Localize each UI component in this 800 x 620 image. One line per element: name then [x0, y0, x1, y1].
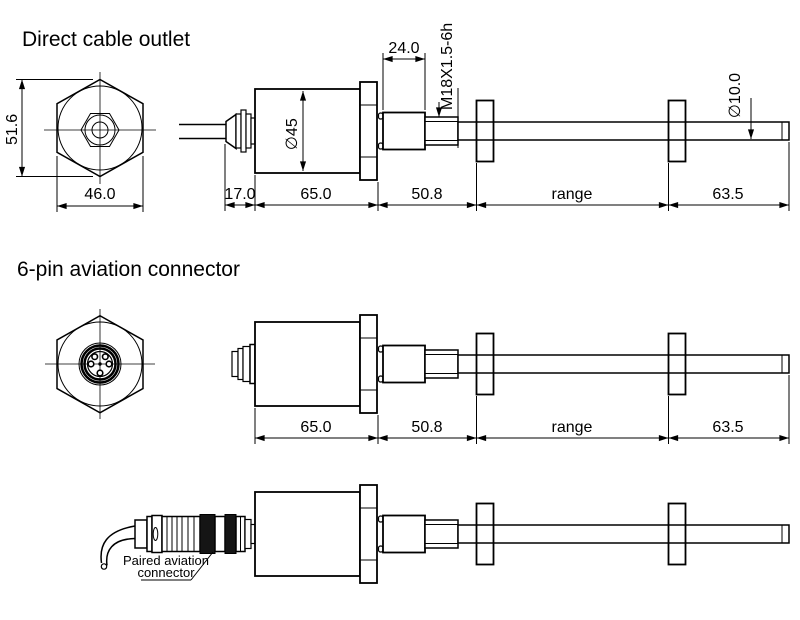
direct-cable-drawing: Direct cable outlet 51.6 46.0 — [4, 23, 790, 212]
knurled-band-1 — [199, 514, 216, 554]
connector-ring-outer — [78, 342, 122, 386]
cable-end — [100, 563, 108, 570]
hex-outline — [56, 78, 144, 178]
tail-dim-label: 63.5 — [712, 419, 743, 436]
neck-dim-label: 50.8 — [411, 186, 442, 203]
cable-hole — [91, 121, 109, 139]
range-dim-label: range — [552, 419, 593, 436]
body-dia-label: ∅45 — [284, 118, 301, 150]
body-dim-label: 65.0 — [300, 186, 331, 203]
paired-connector-drawing: Paired aviation connector — [100, 484, 790, 584]
paired-callout-line2: connector — [137, 565, 195, 580]
aviation-title: 6-pin aviation connector — [17, 258, 240, 281]
gland-circle — [84, 114, 116, 146]
paired-plug — [134, 514, 256, 554]
gland-dim-label: 17.0 — [224, 186, 255, 203]
height-dim-label: 51.6 — [4, 114, 21, 145]
aviation-connector-drawing: 6-pin aviation connector — [17, 258, 790, 444]
aviation-front-view — [45, 309, 155, 419]
paired-callout-line1: Paired aviation — [123, 553, 209, 568]
direct-cable-title: Direct cable outlet — [22, 28, 190, 51]
aviation-side-view: 65.0 50.8 range 63.5 — [231, 314, 790, 444]
gland-hex — [80, 113, 120, 147]
cable-curve — [100, 525, 136, 570]
connector-stub — [231, 343, 256, 385]
sensor-assembly-middle — [254, 314, 790, 414]
cable-gland — [225, 109, 256, 153]
body-circle — [57, 321, 143, 407]
connector-ring — [80, 344, 120, 384]
sensor-assembly-top — [254, 81, 790, 181]
sensor-assembly-bottom — [254, 484, 790, 584]
rod-dia-label: ∅10.0 — [727, 73, 744, 118]
direct-cable-front-view: 51.6 46.0 — [4, 72, 156, 212]
paired-callout: Paired aviation connector — [123, 551, 214, 581]
connector-ring — [83, 347, 117, 381]
direct-cable-dim-chain: 17.0 65.0 50.8 range 63.5 — [224, 142, 790, 211]
body-circle — [57, 85, 143, 171]
tail-dim-label: 63.5 — [712, 186, 743, 203]
neck-dim-label: 50.8 — [411, 419, 442, 436]
body-dim-label: 65.0 — [300, 419, 331, 436]
direct-cable-side-view: 24.0 M18X1.5-6h ∅45 ∅10.0 — [179, 23, 790, 211]
thread-spec-label: M18X1.5-6h — [439, 23, 456, 110]
hex-outline — [56, 314, 144, 414]
stub-dim-label: 24.0 — [388, 40, 419, 57]
aviation-dim-chain: 65.0 50.8 range 63.5 — [254, 375, 790, 444]
callout-leader-line — [190, 551, 214, 581]
connector-pins — [87, 353, 113, 377]
knurled-band-2 — [224, 514, 237, 554]
center-pin — [98, 362, 102, 366]
width-dim-label: 46.0 — [84, 186, 115, 203]
range-dim-label: range — [552, 186, 593, 203]
